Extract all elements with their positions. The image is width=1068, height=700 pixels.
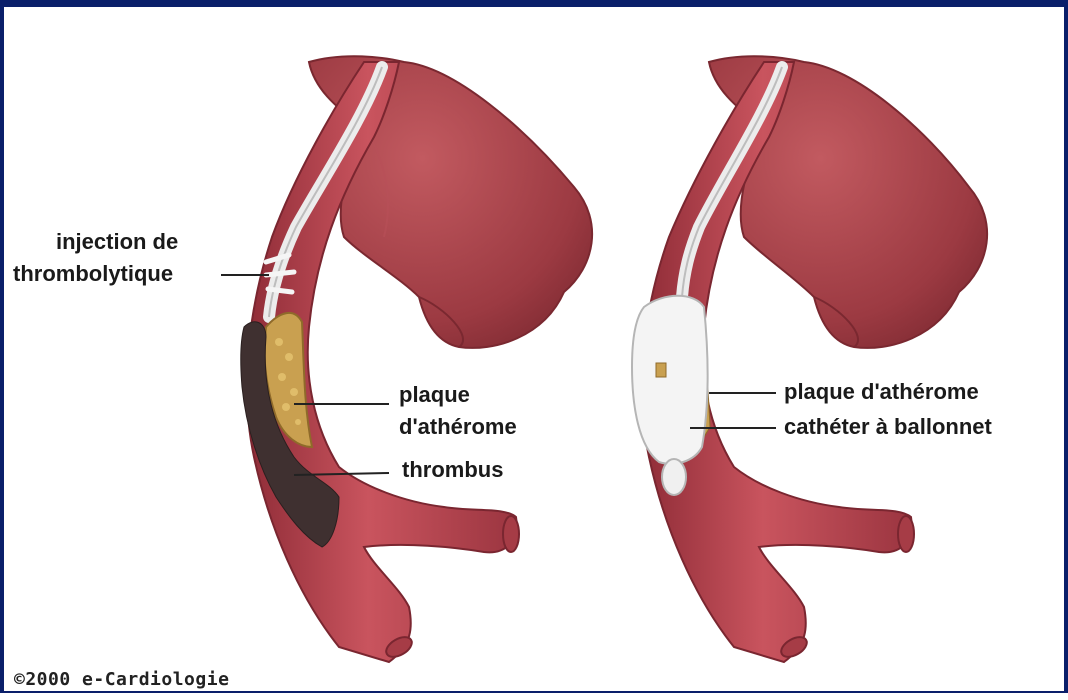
injection-label-line2: thrombolytique (13, 259, 173, 289)
thrombus-label: thrombus (402, 455, 503, 485)
catheter-label: cathéter à ballonnet (784, 412, 992, 442)
injection-label-line1: injection de (56, 227, 178, 257)
copyright-text: ©2000 e-Cardiologie (14, 669, 229, 690)
right-panel-drawing (632, 56, 987, 662)
left-plaque-label-line1: plaque (399, 380, 470, 410)
right-plaque-label: plaque d'athérome (784, 377, 979, 407)
left-panel-drawing (221, 56, 592, 662)
left-plaque-label-line2: d'athérome (399, 412, 517, 442)
angioplasty-illustration (4, 7, 1068, 700)
right-balloon-catheter (632, 296, 708, 464)
